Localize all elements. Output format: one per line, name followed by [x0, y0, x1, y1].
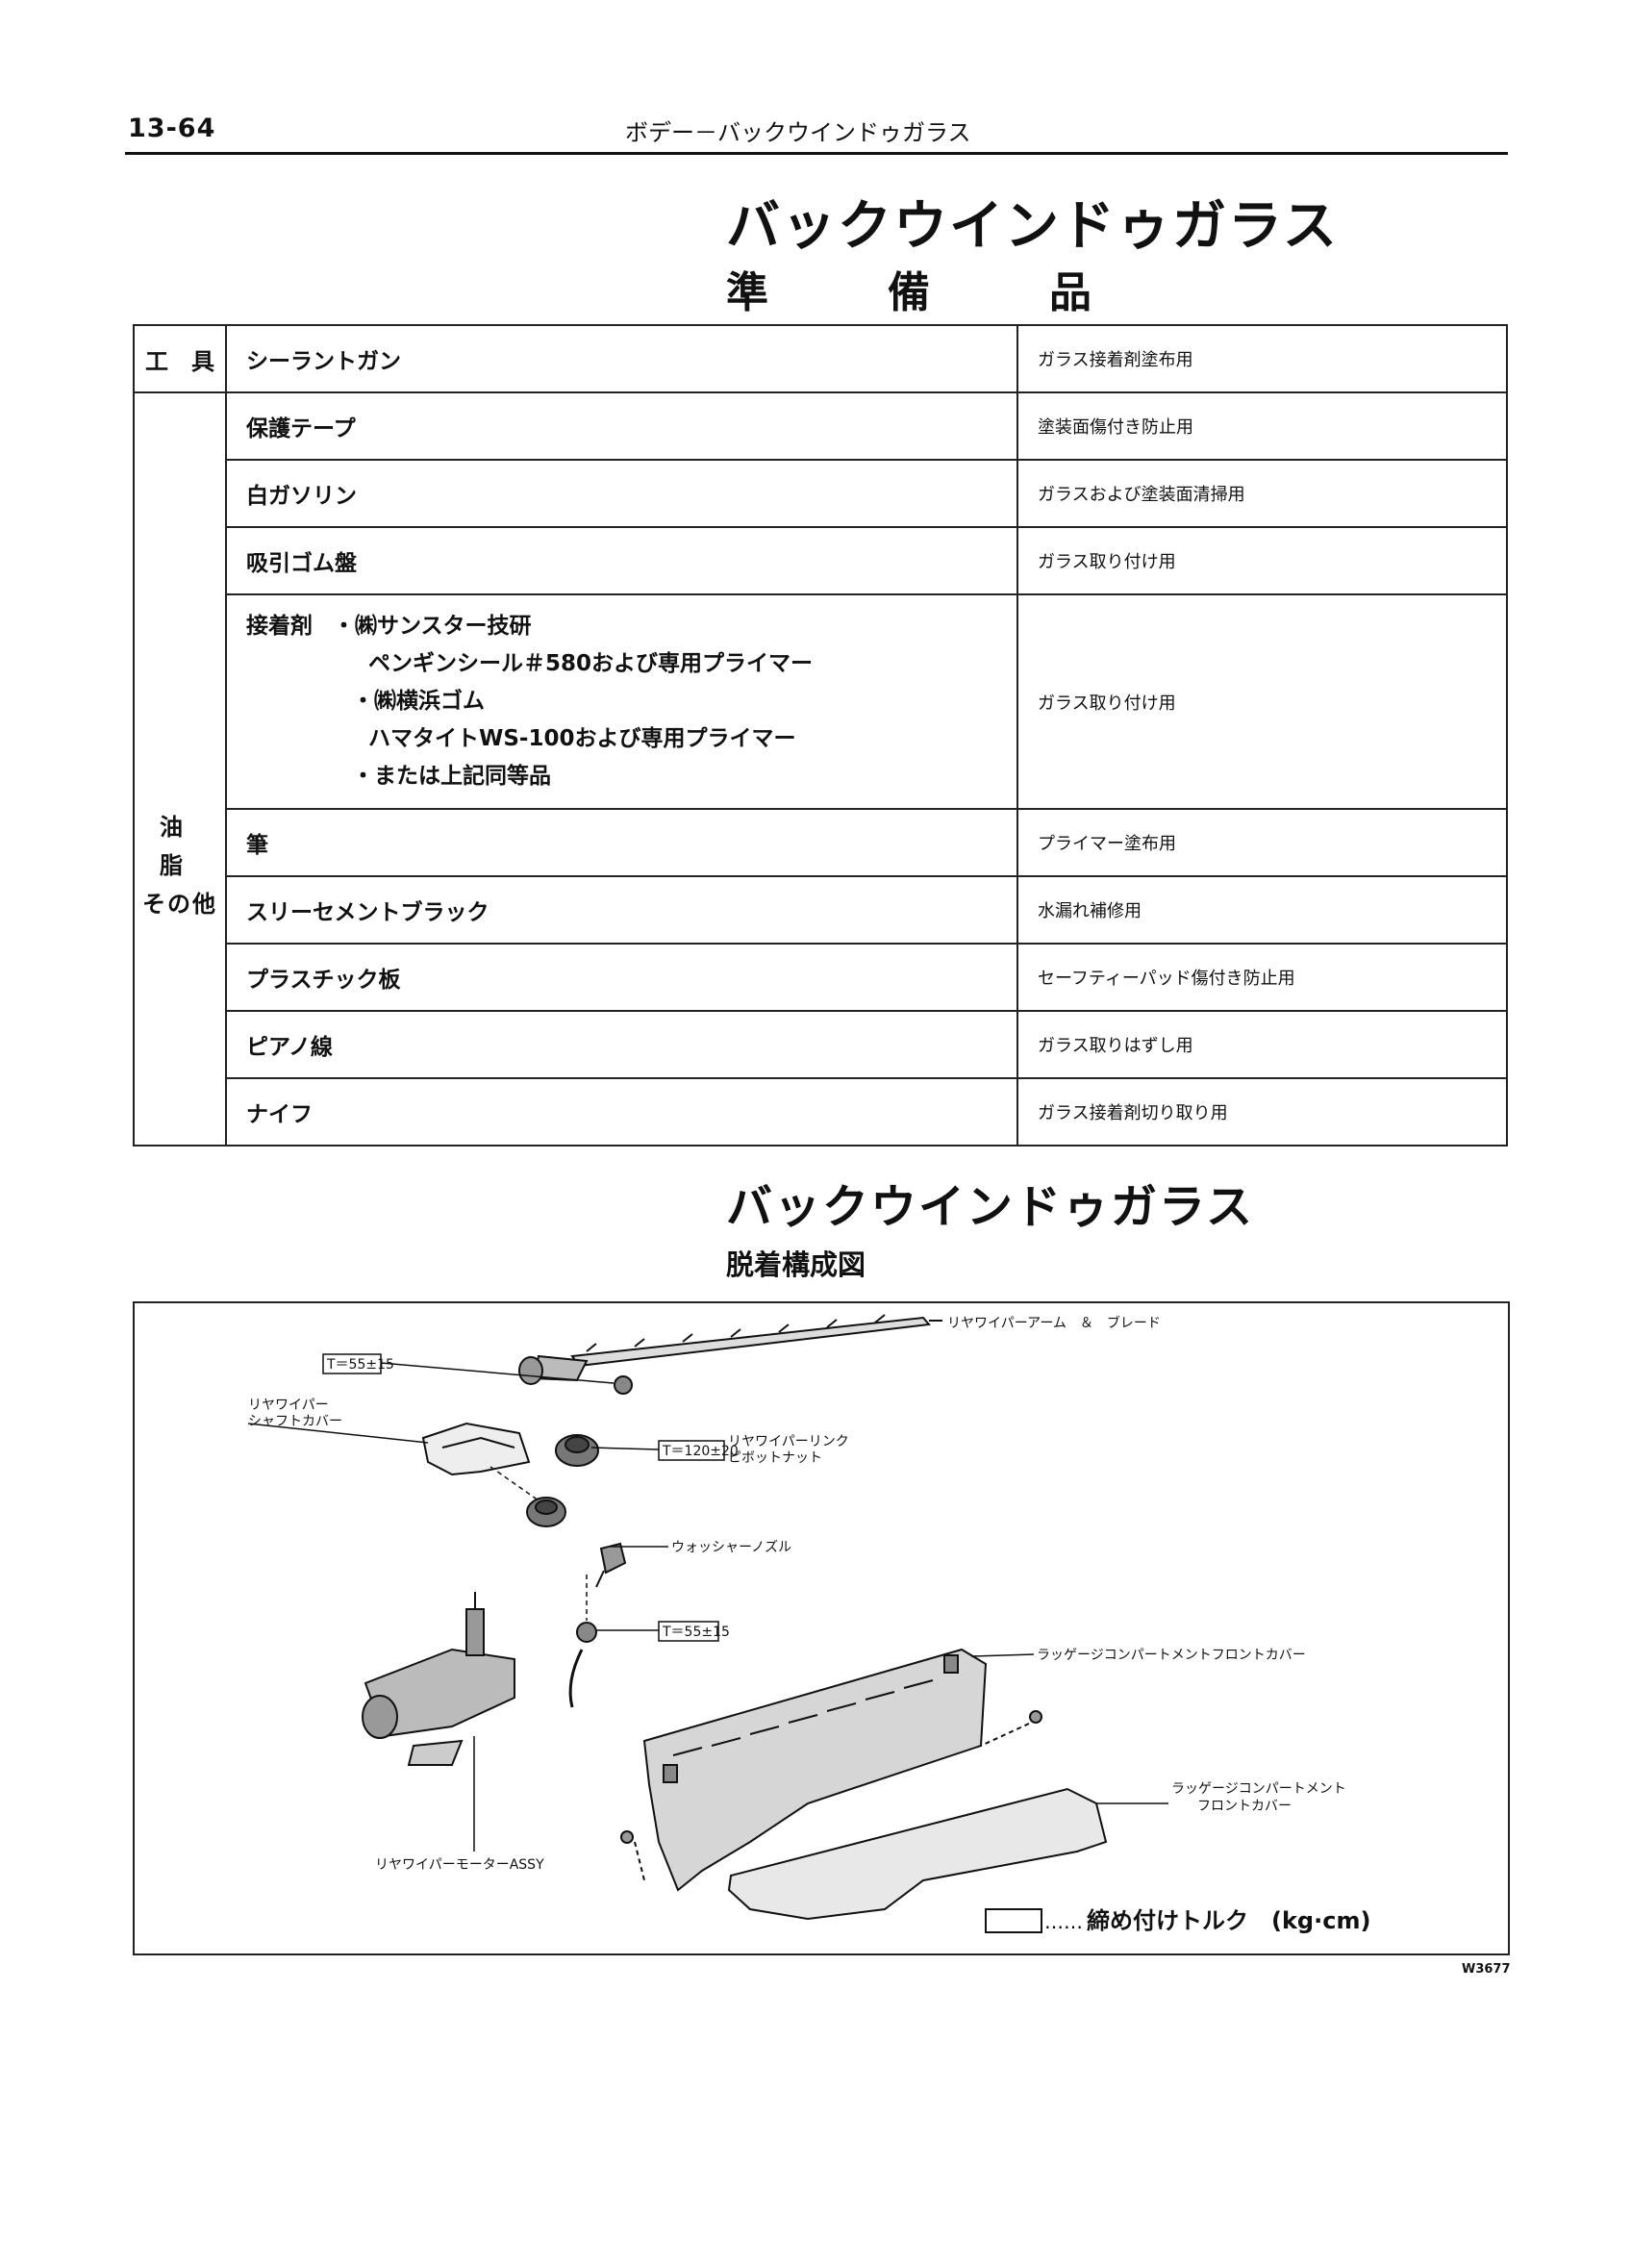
purpose-cell: ガラスおよび塗装面清掃用 [1016, 459, 1508, 528]
torque-label-2: T＝120±20 [662, 1444, 739, 1459]
callout-link-nut-1: リヤワイパーリンク [728, 1434, 849, 1449]
callout-link-nut-2: ピボットナット [728, 1450, 822, 1466]
callout-shaft-cover-2: シャフトカバー [248, 1414, 342, 1429]
washer-nozzle-drawing [595, 1542, 627, 1588]
item-cell: プラスチック板 [225, 943, 1018, 1012]
callout-arm-blade: リヤワイパーアーム ＆ ブレード [947, 1315, 1161, 1331]
floor-cover-panel-drawing [727, 1787, 1108, 1921]
callout-motor-assy: リヤワイパーモーターASSY [375, 1857, 544, 1873]
hose-drawing [568, 1649, 584, 1708]
table-row: 吸引ゴム盤 ガラス取り付け用 [134, 526, 1508, 595]
preparation-table: 工 具 シーラントガン ガラス接着剤塗布用 油 脂 その他 保護テープ 塗装面傷… [133, 324, 1508, 1147]
adhesive-label: 接着剤 [246, 614, 313, 639]
legend-dots: …… [1044, 1910, 1083, 1933]
torque-box-3: T＝55±15 [658, 1621, 730, 1642]
preparation-subtitle: 準 備 品 [726, 268, 1130, 317]
exploded-diagram-drawing: T＝55±15 T＝120±20 T＝55±15 リヤワイパーアーム ＆ ブレー… [247, 1314, 1370, 1934]
item-cell: ピアノ線 [225, 1010, 1018, 1079]
figure-code: W3677 [1462, 1962, 1511, 1977]
running-header: ボデー－バックウインドゥガラス [625, 119, 971, 146]
adhesive-line4: ハマタイトWS-100および専用プライマー [368, 726, 796, 751]
table-row: 工 具 シーラントガン ガラス接着剤塗布用 [133, 324, 1508, 393]
item-cell: 保護テープ [225, 391, 1018, 461]
purpose-cell: 水漏れ補修用 [1016, 875, 1508, 945]
adhesive-line2: ペンギンシール＃580および専用プライマー [368, 651, 814, 676]
purpose-cell: ガラス接着剤切り取り用 [1016, 1077, 1508, 1147]
page-number: 13-64 [128, 113, 216, 143]
header-rule [125, 152, 1508, 155]
item-cell: 吸引ゴム盤 [225, 526, 1018, 595]
pivot-nut-drawing [576, 1622, 597, 1643]
legend-text: 締め付けトルク (kg·cm) [1087, 1907, 1370, 1934]
arm-nut-drawing [614, 1375, 633, 1395]
diagram-subtitle: 脱着構成図 [726, 1248, 866, 1281]
torque-legend: …… 締め付けトルク (kg·cm) [985, 1907, 1370, 1934]
item-cell: シーラントガン [225, 324, 1018, 393]
item-cell: 白ガソリン [225, 459, 1018, 528]
callout-luggage-cover-2a: ラッゲージコンパートメント [1171, 1781, 1346, 1797]
purpose-cell: ガラス取り付け用 [1016, 526, 1508, 595]
purpose-cell: セーフティーパッド傷付き防止用 [1016, 943, 1508, 1012]
wiper-arm-blade-drawing [518, 1314, 942, 1385]
table-row: ピアノ線 ガラス取りはずし用 [134, 1010, 1508, 1079]
callout-washer-nozzle: ウォッシャーノズル [671, 1540, 791, 1555]
adhesive-line5: ・または上記同等品 [352, 764, 551, 789]
adhesive-line1: ・㈱サンスター技研 [333, 614, 532, 639]
adhesive-cell: 接着剤・㈱サンスター技研 ペンギンシール＃580および専用プライマー ・㈱横浜ゴ… [225, 593, 1018, 810]
purpose-cell: ガラス接着剤塗布用 [1016, 324, 1508, 393]
table-row: スリーセメントブラック 水漏れ補修用 [134, 875, 1508, 945]
dashed-guide-lines [489, 1466, 588, 1621]
item-cell: 筆 [225, 808, 1018, 877]
table-row: ナイフ ガラス接着剤切り取り用 [134, 1077, 1508, 1147]
wiper-motor-drawing [362, 1592, 515, 1766]
callout-luggage-cover-1: ラッゲージコンパートメントフロントカバー [1037, 1648, 1306, 1663]
torque-label-1: T＝55±15 [326, 1357, 394, 1373]
adhesive-line3: ・㈱横浜ゴム [352, 689, 485, 714]
leader-lines [247, 1362, 1168, 1852]
table-row: プラスチック板 セーフティーパッド傷付き防止用 [134, 943, 1508, 1012]
section-title: バックウインドゥガラス [726, 195, 1339, 258]
torque-box-1: T＝55±15 [322, 1353, 394, 1374]
callout-shaft-cover-1: リヤワイパー [248, 1398, 329, 1413]
category-tools: 工 具 [133, 324, 227, 393]
torque-box-2: T＝120±20 [658, 1440, 739, 1461]
grommet-drawing [526, 1434, 599, 1527]
purpose-cell: プライマー塗布用 [1016, 808, 1508, 877]
table-row: 油 脂 その他 保護テープ 塗装面傷付き防止用 [133, 391, 1508, 1147]
purpose-cell: ガラス取りはずし用 [1016, 1010, 1508, 1079]
category-oils-other: 油 脂 その他 [133, 391, 240, 1147]
category-oils-line2: その他 [142, 890, 217, 918]
category-oils-line1: 油 脂 [160, 813, 240, 879]
diagram-section-title: バックウインドゥガラス [726, 1180, 1255, 1234]
exploded-diagram: T＝55±15 T＝120±20 T＝55±15 リヤワイパーアーム ＆ ブレー… [133, 1301, 1510, 1955]
item-cell: ナイフ [225, 1077, 1018, 1147]
table-row: 筆 プライマー塗布用 [134, 808, 1508, 877]
callout-luggage-cover-2b: フロントカバー [1197, 1799, 1292, 1814]
shaft-cover-drawing [421, 1422, 531, 1476]
luggage-cover-drawing [620, 1648, 1042, 1892]
table-row-adhesive: 接着剤・㈱サンスター技研 ペンギンシール＃580および専用プライマー ・㈱横浜ゴ… [134, 593, 1508, 810]
table-row: 白ガソリン ガラスおよび塗装面清掃用 [134, 459, 1508, 528]
purpose-cell: ガラス取り付け用 [1016, 593, 1508, 810]
purpose-cell: 塗装面傷付き防止用 [1016, 391, 1508, 461]
legend-box-symbol [985, 1908, 1042, 1933]
torque-label-3: T＝55±15 [662, 1625, 730, 1640]
item-cell: スリーセメントブラック [225, 875, 1018, 945]
